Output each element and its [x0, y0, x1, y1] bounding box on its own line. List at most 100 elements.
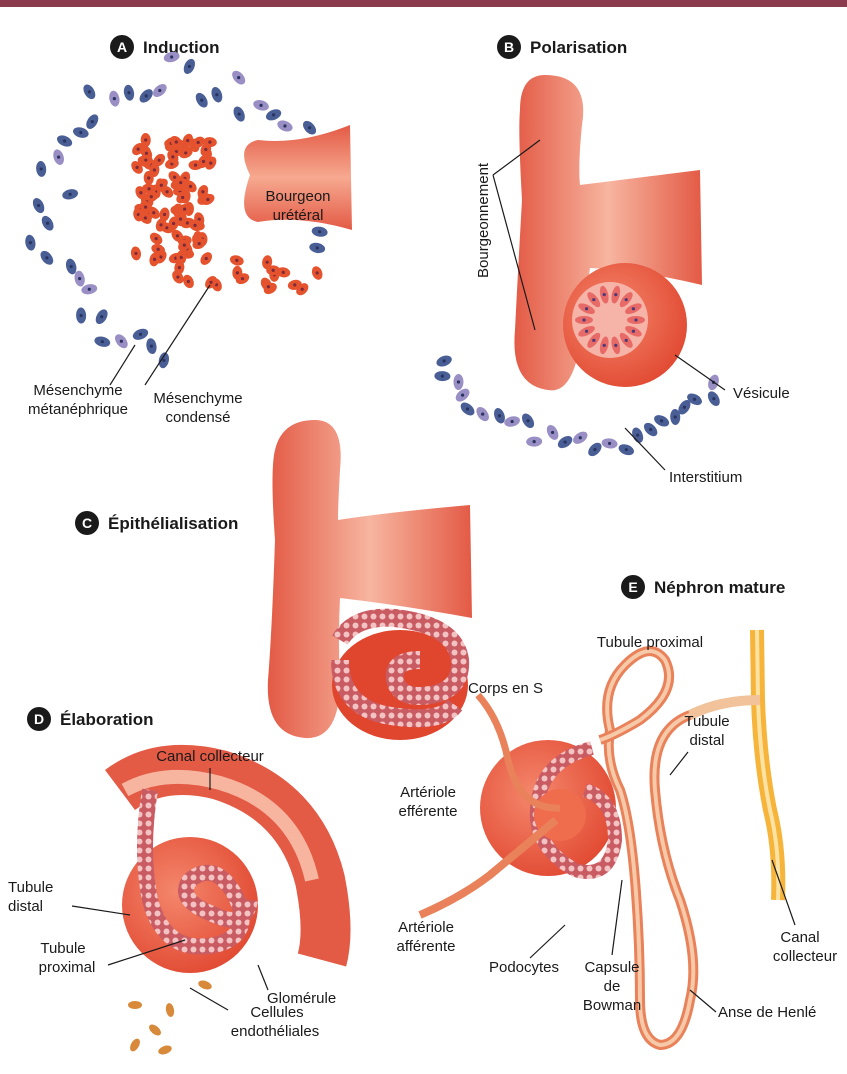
- mesenchyme-cell-nucleus: [101, 340, 104, 343]
- endothelial-cell: [128, 1037, 142, 1053]
- mes-meta-line1: Mésenchyme: [33, 382, 122, 399]
- interstitium-cell-nucleus: [466, 407, 469, 410]
- condensed-cell-nucleus: [206, 198, 209, 201]
- condensed-cell-nucleus: [163, 213, 166, 216]
- bud-label-line2: urétéral: [273, 207, 324, 224]
- efferent-line1: Artériole: [400, 784, 456, 801]
- interstitium-cell-nucleus: [683, 406, 686, 409]
- condensed-cell-nucleus: [183, 207, 186, 210]
- mesenchyme-cell-nucleus: [40, 167, 43, 170]
- condensed-cell-nucleus: [241, 277, 244, 280]
- endothelial-cell: [157, 1044, 173, 1056]
- vesicle-cell-nucleus: [632, 307, 635, 310]
- panel-b-title: Polarisation: [530, 38, 627, 57]
- endothelial-cell: [165, 1002, 175, 1017]
- condensed-cell-nucleus: [301, 288, 304, 291]
- panel-e-letter: E: [628, 579, 637, 595]
- vesicle-cell-nucleus: [585, 330, 588, 333]
- endothelial-cell: [197, 979, 213, 991]
- mesenchyme-cell-nucleus: [91, 120, 94, 123]
- leader-d-distal: [72, 906, 130, 915]
- condensed-cell-nucleus: [179, 181, 182, 184]
- condensed-cell-nucleus: [198, 242, 201, 245]
- condensed-cell-nucleus: [209, 281, 212, 284]
- interstitium-cells: [434, 353, 722, 458]
- mesenchyme-cell-nucleus: [170, 55, 173, 58]
- condensed-cell-nucleus: [147, 187, 150, 190]
- mesenchyme-cell-nucleus: [37, 204, 40, 207]
- mesenchyme-cell-nucleus: [63, 139, 66, 142]
- vesicle-cell-nucleus: [614, 344, 617, 347]
- condensed-cell-nucleus: [160, 184, 163, 187]
- condensed-cell-nucleus: [134, 252, 137, 255]
- condensed-cell-nucleus: [159, 255, 162, 258]
- e-proximal-label: Tubule proximal: [597, 634, 703, 651]
- interstitium-cell-nucleus: [526, 419, 529, 422]
- vesicle-cell-nucleus: [625, 298, 628, 301]
- mesenchyme-cell-nucleus: [200, 99, 203, 102]
- mesenchyme-cell-nucleus: [70, 265, 73, 268]
- vesicle-cell-nucleus: [614, 293, 617, 296]
- mesenchyme-cell-nucleus: [188, 65, 191, 68]
- endothelial-cell: [128, 1001, 142, 1009]
- vesicle-cell-nucleus: [625, 339, 628, 342]
- leader-glomerule: [258, 965, 268, 990]
- condensed-cell-nucleus: [172, 222, 175, 225]
- panel-d-letter: D: [34, 711, 44, 727]
- d-proximal-line1: Tubule: [40, 940, 85, 957]
- condensed-cell-nucleus: [272, 269, 275, 272]
- vesicle-label: Vésicule: [733, 385, 790, 402]
- leader-e-distal: [670, 752, 688, 775]
- mesenchyme-cell-nucleus: [150, 345, 153, 348]
- leader-endothelial: [190, 988, 228, 1010]
- mesenchyme-cell-nucleus: [79, 131, 82, 134]
- afferent-line1: Artériole: [398, 919, 454, 936]
- condensed-cell-nucleus: [176, 234, 179, 237]
- leader-vesicle: [675, 355, 725, 390]
- podocytes-label: Podocytes: [489, 959, 559, 976]
- mesenchyme-cell-nucleus: [162, 359, 165, 362]
- condensed-cell-nucleus: [175, 140, 178, 143]
- panel-e-title: Néphron mature: [654, 578, 785, 597]
- endothelial-cell: [147, 1022, 163, 1037]
- condensed-cell-nucleus: [152, 211, 155, 214]
- efferent-line2: efférente: [399, 803, 458, 820]
- interstitium-cell-nucleus: [443, 359, 446, 362]
- mesenchyme-cell-nucleus: [237, 76, 240, 79]
- vesicle-cell-nucleus: [603, 293, 606, 296]
- condensed-cell-nucleus: [194, 163, 197, 166]
- vesicle-cell-nucleus: [634, 318, 637, 321]
- condensed-cell-nucleus: [144, 216, 147, 219]
- condensed-cell-nucleus: [153, 168, 156, 171]
- mesenchyme-cell-nucleus: [145, 94, 148, 97]
- mesenchyme-cell-nucleus: [316, 246, 319, 249]
- condensed-cell-nucleus: [293, 283, 296, 286]
- condensed-cell-nucleus: [282, 271, 285, 274]
- interstitium-cell-nucleus: [481, 412, 484, 415]
- mesenchyme-cell-nucleus: [46, 222, 49, 225]
- condensed-cell-nucleus: [183, 244, 186, 247]
- panel-d: D Élaboration Canal collecteur Tubule di…: [8, 707, 336, 1056]
- condensed-cell-nucleus: [186, 139, 189, 142]
- interstitium-cell-nucleus: [693, 398, 696, 401]
- leader-metanephric: [110, 345, 135, 385]
- panel-a-title: Induction: [143, 38, 219, 57]
- interstitium-cell-nucleus: [660, 419, 663, 422]
- mesenchyme-cell-nucleus: [45, 256, 48, 259]
- mesenchyme-cell-nucleus: [318, 230, 321, 233]
- panel-d-title: Élaboration: [60, 710, 154, 729]
- interstitium-cell-nucleus: [441, 374, 444, 377]
- interstitium-label: Interstitium: [669, 469, 742, 486]
- condensed-cell-nucleus: [204, 148, 207, 151]
- mesenchyme-cell-nucleus: [29, 241, 32, 244]
- condensed-cell-nucleus: [193, 224, 196, 227]
- condensed-cell-nucleus: [267, 285, 270, 288]
- condensed-cell-nucleus: [139, 191, 142, 194]
- bud-label-line1: Bourgeon: [265, 188, 330, 205]
- condensed-cell-nucleus: [145, 152, 148, 155]
- panel-b: B Polarisation Bourgeonnement Vésicule I…: [434, 35, 790, 486]
- condensed-cell-nucleus: [173, 176, 176, 179]
- condensed-cell-nucleus: [144, 158, 147, 161]
- mesenchyme-cell-nucleus: [100, 315, 103, 318]
- mesenchyme-cell-nucleus: [57, 156, 60, 159]
